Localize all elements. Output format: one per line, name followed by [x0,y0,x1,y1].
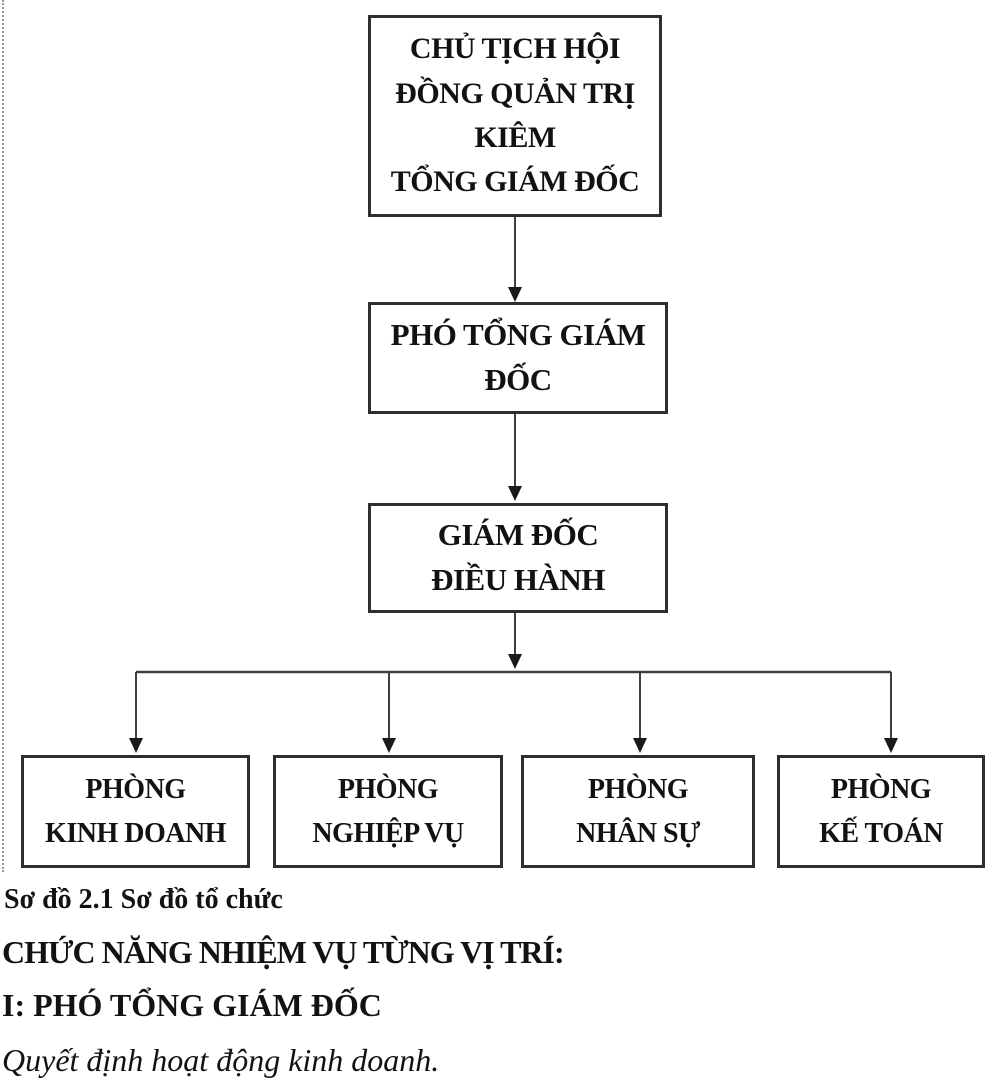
subsection-heading: I: PHÓ TỔNG GIÁM ĐỐC [2,987,382,1023]
arrowhead-down-icon [884,738,898,753]
org-node-accounting-department: PHÒNG KẾ TOÁN [777,755,985,868]
org-node-executive-director: GIÁM ĐỐC ĐIỀU HÀNH [368,503,668,613]
org-node-deputy-general-director: PHÓ TỔNG GIÁM ĐỐC [368,302,668,414]
org-node-hr-department: PHÒNG NHÂN SỰ [521,755,755,868]
arrowhead-down-icon [633,738,647,753]
body-text-line: Quyết định hoạt động kinh doanh. [2,1042,440,1078]
org-node-operations-department: PHÒNG NGHIỆP VỤ [273,755,503,868]
org-node-sales-department: PHÒNG KINH DOANH [21,755,250,868]
arrowhead-down-icon [382,738,396,753]
scan-edge-dotted-line [2,0,4,872]
arrowhead-down-icon [508,287,522,302]
arrowhead-down-icon [508,654,522,669]
figure-caption: Sơ đồ 2.1 Sơ đồ tổ chức [4,884,283,915]
section-heading: CHỨC NĂNG NHIỆM VỤ TỪNG VỊ TRÍ: [2,934,565,970]
arrowhead-down-icon [129,738,143,753]
arrowhead-down-icon [508,486,522,501]
org-node-chairman-cum-general-director: CHỦ TỊCH HỘI ĐỒNG QUẢN TRỊ KIÊM TỔNG GIÁ… [368,15,662,217]
